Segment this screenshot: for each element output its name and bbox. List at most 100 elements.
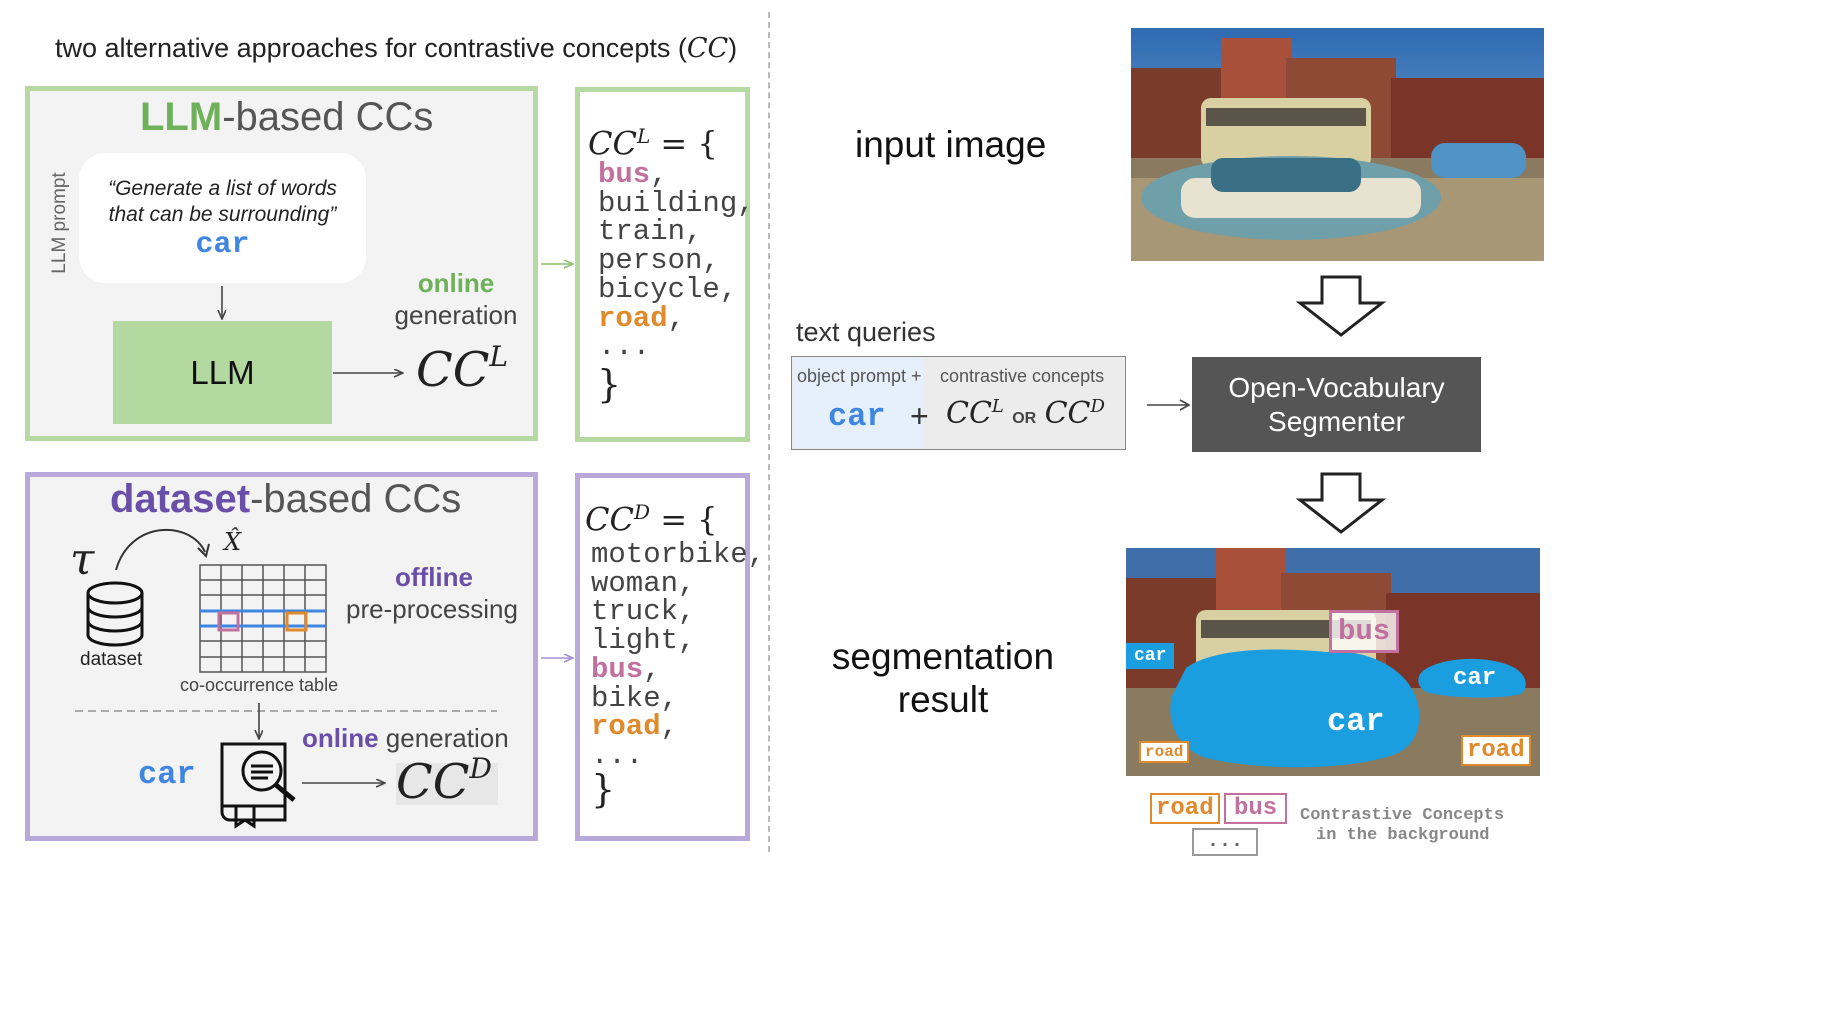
list-item-word: person: [598, 244, 703, 278]
query-cc-l-sup: L: [991, 396, 1004, 417]
dataset-output-sup: D: [469, 752, 492, 785]
car-mask-left: [1126, 643, 1174, 669]
list-item-word: bike: [591, 681, 661, 715]
segmenter-line2: Segmenter: [1268, 406, 1405, 437]
list-item-separator: ,: [747, 538, 766, 571]
seg-label-car-left: car: [1134, 646, 1167, 666]
list-item-separator: ,: [685, 215, 703, 249]
list-item-separator: ,: [678, 566, 696, 600]
list-item-word: truck: [591, 595, 679, 629]
list-item-word: ...: [598, 330, 651, 364]
list-item-word: woman: [591, 566, 679, 600]
llm-connectors: [0, 0, 780, 900]
segmenter-line1: Open-Vocabulary: [1228, 372, 1445, 403]
dataset-online-rest: generation: [378, 723, 509, 753]
list-item-word: building: [598, 186, 738, 220]
dataset-list-head-base: CC: [585, 500, 634, 539]
llm-list-head-rest: = {: [650, 124, 718, 163]
dataset-panel-heading: dataset-based CCs: [110, 477, 461, 522]
dataset-query-word: car: [138, 756, 196, 793]
query-or: OR: [1012, 410, 1037, 427]
contrastive-concepts-label: contrastive concepts: [940, 366, 1105, 386]
llm-model-box: [113, 321, 332, 424]
dataset-output-base: CC: [396, 754, 470, 810]
dataset-online-generation: online generation: [302, 723, 509, 754]
llm-prompt-line1: “Generate a list of words: [108, 177, 337, 200]
input-image-label: input image: [855, 124, 1047, 165]
list-item: woman,: [591, 567, 695, 600]
query-to-segmenter-arrow: [1147, 399, 1191, 411]
llm-heading-rest: -based CCs: [222, 95, 434, 139]
grid-cell-road: [285, 611, 308, 632]
tau-symbol: 𝜏: [70, 534, 95, 585]
x-hat-symbol: X̂: [224, 528, 242, 556]
list-item-word: bus: [598, 158, 651, 191]
lookup-book-icon: [220, 742, 296, 829]
list-item-word: train: [598, 215, 686, 249]
curved-arrow-head: [197, 543, 210, 558]
list-item-separator: ,: [702, 244, 720, 278]
query-cc-expression: CCL OR CCD: [946, 396, 1105, 431]
list-item-word: motorbike: [591, 538, 748, 571]
dataset-graphics: [75, 528, 497, 829]
list-item: light,: [591, 624, 695, 657]
llm-list-head: CCL = {: [588, 124, 718, 163]
llm-list-head-base: CC: [588, 124, 637, 163]
dataset-heading-rest: -based CCs: [250, 477, 462, 521]
segmentation-result-line1: segmentation: [831, 636, 1055, 677]
seg-label-road-left: road: [1139, 741, 1190, 763]
list-item-separator: ,: [678, 595, 696, 629]
offline-bold: offline: [395, 562, 473, 592]
list-item-separator: ,: [643, 652, 661, 686]
list-item: ...: [598, 330, 650, 363]
list-item: bus,: [598, 158, 668, 191]
input-image: [1131, 28, 1544, 261]
llm-online-bold: online: [417, 268, 495, 298]
database-icon: [86, 581, 144, 647]
list-item-word: bicycle: [598, 272, 720, 306]
list-item-separator: ,: [678, 624, 696, 658]
dataset-cc-list-box: [575, 473, 750, 841]
llm-output-base: CC: [416, 342, 490, 398]
llm-model-label: LLM: [190, 354, 255, 391]
list-item-separator: ,: [667, 301, 686, 335]
list-item-separator: ,: [650, 158, 668, 191]
list-item: truck,: [591, 595, 695, 628]
text-queries-label: text queries: [796, 317, 936, 347]
figure-title: two alternative approaches for contrasti…: [55, 33, 737, 64]
dataset-list-head: CCD = {: [585, 500, 718, 539]
legend-bus: bus: [1224, 793, 1288, 824]
seg-label-car-right: car: [1453, 665, 1497, 692]
list-item: road,: [591, 710, 678, 743]
llm-output-sup: L: [489, 340, 509, 373]
query-object-part: [793, 358, 923, 448]
query-cc-l-base: CC: [946, 396, 992, 431]
list-item: ...: [591, 739, 643, 772]
segmentation-result-line2: result: [897, 679, 989, 720]
dataset-list-head-rest: = {: [650, 500, 718, 539]
seg-label-bus: bus: [1329, 610, 1400, 653]
llm-output-cc: CCL: [416, 340, 508, 398]
legend-dots: ...: [1192, 828, 1258, 856]
cooccurrence-table-label: co-occurrence table: [180, 675, 339, 695]
dataset-online-bold: online: [302, 723, 379, 753]
llm-list-head-sup: L: [636, 124, 651, 148]
llm-prompt-word: car: [195, 228, 250, 262]
list-item-word: road: [598, 301, 668, 335]
list-item-separator: ,: [737, 186, 755, 220]
llm-prompt-bubble: [79, 153, 366, 283]
llm-online-rest: generation: [394, 300, 518, 330]
input-image-drawing: [1131, 28, 1544, 261]
seg-label-road-right: road: [1461, 735, 1531, 766]
list-item: train,: [598, 215, 702, 248]
llm-list-close: }: [597, 362, 622, 406]
list-item: bus,: [591, 653, 661, 686]
down-arrow-1: [1296, 275, 1386, 337]
title-math: CC: [686, 33, 729, 64]
car-mask-right: [1418, 658, 1526, 698]
list-item-word: road: [591, 710, 661, 744]
dataset-list-head-sup: D: [633, 500, 651, 524]
car-mask-main: [1170, 649, 1420, 768]
title-text: two alternative approaches for contrasti…: [55, 33, 687, 63]
dataset-heading-bold: dataset: [110, 477, 251, 521]
